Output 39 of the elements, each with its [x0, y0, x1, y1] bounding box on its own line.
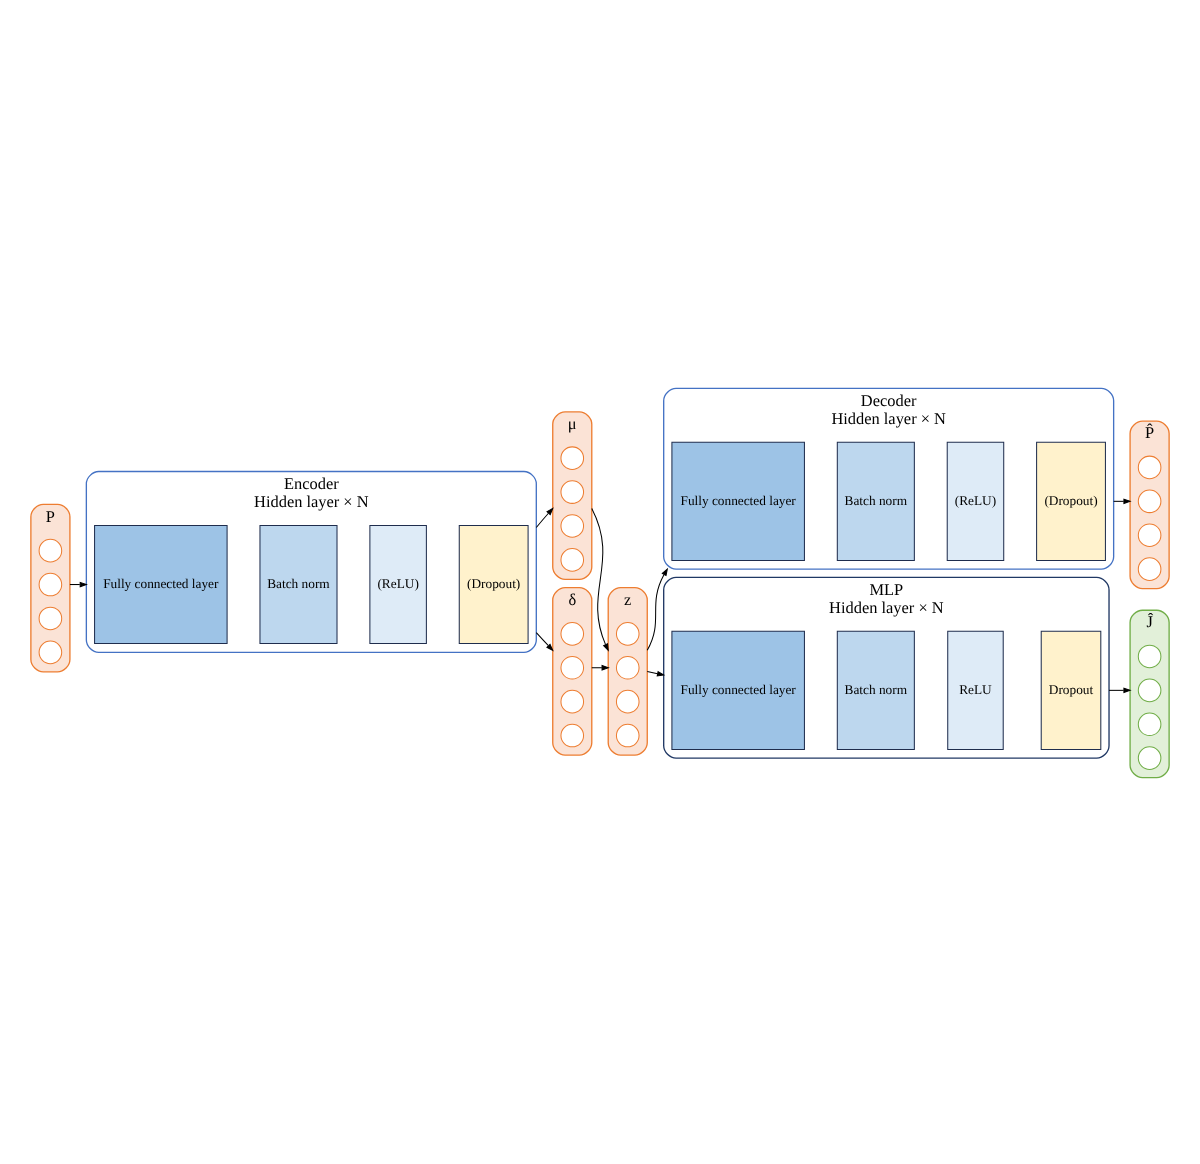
node-circle [560, 547, 585, 571]
node-circle [1137, 488, 1162, 513]
node-circle [1137, 556, 1162, 580]
arrow [1113, 497, 1132, 504]
cluster: P [30, 502, 71, 672]
node-circle [615, 688, 640, 713]
node-circle [615, 621, 640, 645]
node-circle [38, 639, 63, 664]
node-circle [1137, 677, 1162, 702]
cluster: δ [552, 585, 593, 755]
arrow [646, 566, 669, 650]
arrow [646, 669, 666, 676]
cluster: Ĵ [1129, 608, 1170, 778]
node-circle [560, 654, 585, 679]
node-circle [560, 722, 585, 747]
node-circle [560, 688, 585, 713]
node-circle [1137, 454, 1162, 479]
node-circle [560, 445, 585, 469]
cluster: z [607, 585, 648, 755]
arrow [591, 507, 609, 651]
arrow [591, 663, 610, 670]
node-circle [1137, 643, 1162, 668]
node-circle [1137, 745, 1162, 769]
node-circle [560, 513, 585, 537]
node-circle [1137, 711, 1162, 736]
node-circle [38, 537, 63, 562]
node-circle [1137, 522, 1162, 547]
arrow [535, 506, 554, 528]
arrow [69, 580, 88, 587]
node-circle [615, 722, 640, 747]
cluster: μ [552, 410, 593, 580]
arrow [1108, 686, 1132, 693]
arrow [535, 631, 554, 651]
node-circle [560, 479, 585, 503]
cluster: P̂ [1129, 419, 1170, 589]
node-circle [615, 654, 640, 679]
node-circle [560, 621, 585, 645]
node-circle [38, 571, 63, 596]
node-circle [38, 605, 63, 630]
